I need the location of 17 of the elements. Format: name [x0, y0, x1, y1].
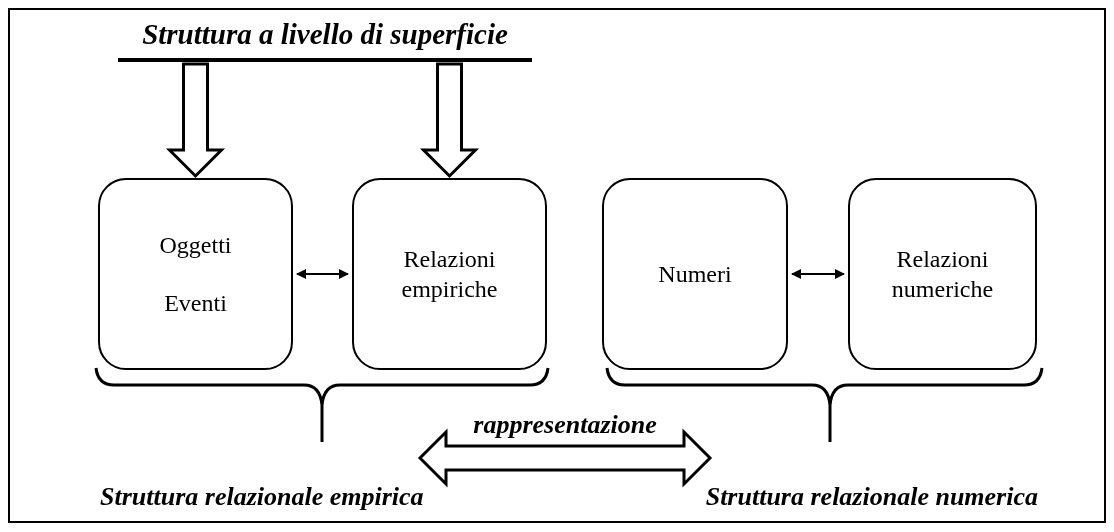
rounded-box: [602, 178, 788, 370]
block-arrow: [165, 62, 226, 179]
double-arrow: [791, 269, 845, 279]
block-arrow: [419, 62, 480, 179]
rounded-box: [848, 178, 1037, 370]
rounded-box: [98, 178, 293, 370]
structure-caption: Struttura relazionale empirica: [100, 478, 450, 514]
box-text: Oggetti: [159, 231, 232, 260]
heading-text: Struttura a livello di superficie: [118, 16, 532, 62]
structure-caption: Struttura relazionale numerica: [468, 478, 1038, 514]
box-text: Relazioni empiriche: [400, 245, 499, 304]
box-text: Numeri: [658, 260, 732, 289]
rounded-box: [352, 178, 547, 370]
box-text: Relazioni numeriche: [890, 245, 995, 304]
box-text: Eventi: [164, 289, 227, 318]
block-arrow: [417, 428, 713, 488]
double-arrow: [296, 269, 349, 279]
